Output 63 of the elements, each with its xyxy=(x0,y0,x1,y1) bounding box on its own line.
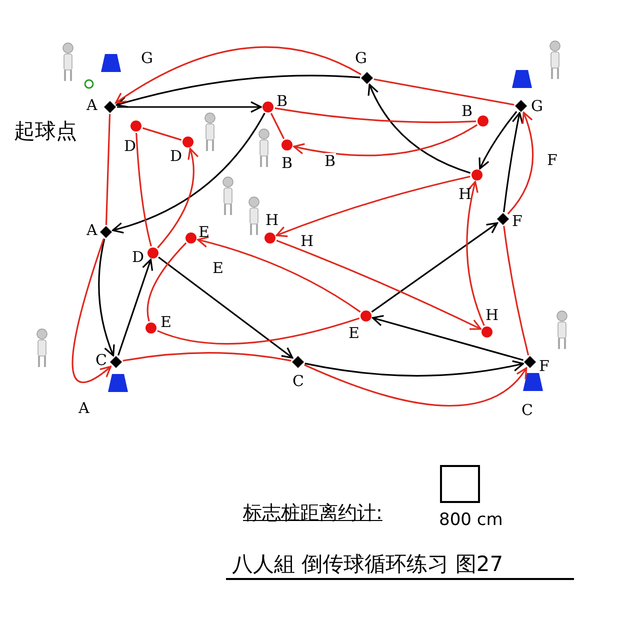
arrow xyxy=(503,112,524,212)
arrow xyxy=(371,222,498,313)
point-label: F xyxy=(512,213,522,229)
arrow xyxy=(276,176,470,238)
edge-label: H xyxy=(300,233,314,249)
point-label: C xyxy=(96,352,107,368)
scale-value: 800 cm xyxy=(439,510,503,530)
arrow xyxy=(507,112,534,214)
connector-line xyxy=(270,112,285,140)
arrow xyxy=(72,238,112,383)
arrow xyxy=(293,124,478,156)
arrow xyxy=(276,240,482,330)
connector-line xyxy=(105,114,111,226)
point-label: B xyxy=(276,93,288,109)
point-label: H xyxy=(458,186,472,202)
point-label: E xyxy=(348,325,360,341)
point-label: D xyxy=(132,249,144,265)
point-label: A xyxy=(86,97,98,113)
connector-line xyxy=(503,226,530,356)
arrow xyxy=(158,256,294,359)
point-label: B xyxy=(462,103,473,119)
point-label: D xyxy=(170,148,182,164)
arrow xyxy=(466,180,485,326)
connector-line xyxy=(374,78,514,106)
arrow xyxy=(372,314,524,361)
edge-label: A xyxy=(78,400,90,416)
arrow xyxy=(117,101,262,113)
arrow xyxy=(304,364,528,407)
arrow xyxy=(112,112,266,234)
arrow xyxy=(98,238,116,356)
connector-line xyxy=(142,127,182,141)
edge-label: G xyxy=(141,50,153,66)
point-label: E xyxy=(198,224,210,240)
connector-line xyxy=(157,317,360,345)
point-label: A xyxy=(86,222,98,238)
arrow xyxy=(118,258,154,356)
edge-label: F xyxy=(547,152,558,168)
point-label: G xyxy=(355,50,367,66)
scale-note: 标志桩距离约计: xyxy=(243,501,382,526)
point-label: G xyxy=(531,98,543,114)
arrow xyxy=(116,74,360,108)
start-point-label: 起球点 xyxy=(14,118,77,145)
point-label: B xyxy=(282,155,293,171)
arrow xyxy=(157,148,198,248)
edge-label: C xyxy=(522,402,533,418)
point-label: F xyxy=(539,358,550,374)
arrow xyxy=(478,110,518,170)
connector-line xyxy=(122,352,292,362)
caption: 八人組 倒传球循环练习 图27 xyxy=(232,551,504,578)
connector-line xyxy=(274,107,476,124)
arrow xyxy=(304,360,524,377)
point-label: D xyxy=(124,138,136,154)
edge-label: E xyxy=(212,260,224,276)
point-label: H xyxy=(486,307,499,323)
point-label: C xyxy=(292,373,304,389)
connector-line xyxy=(146,242,187,322)
point-label: H xyxy=(266,212,279,228)
connector-line xyxy=(136,132,152,246)
point-label: E xyxy=(160,314,172,330)
edge-label: B xyxy=(324,153,336,169)
arrow xyxy=(114,46,362,104)
arrow xyxy=(197,236,361,313)
arrow xyxy=(368,84,471,174)
